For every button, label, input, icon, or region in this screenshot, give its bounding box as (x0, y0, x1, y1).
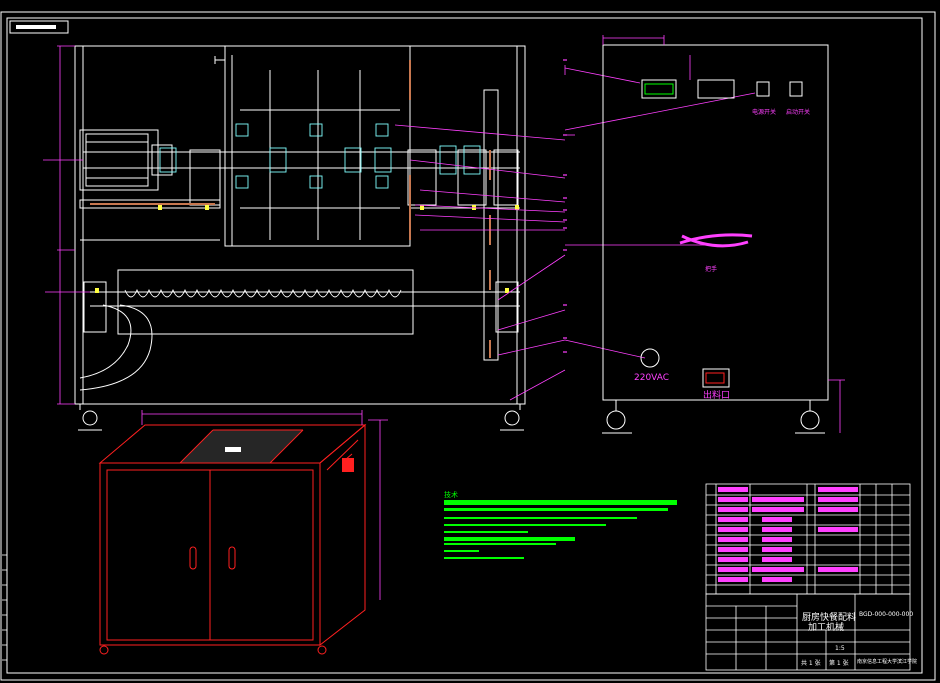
dimensions-side (602, 35, 845, 433)
bom-fills (718, 487, 858, 582)
hatch-marks (90, 60, 491, 358)
binding-strip (2, 554, 7, 661)
dimensions-front (43, 45, 90, 405)
side-view-accents (644, 83, 753, 384)
leader-lines (394, 65, 756, 401)
screw-flights (124, 288, 402, 298)
tech-notes-title: 技术 (444, 491, 458, 499)
sheet-number: 第 1 张 (829, 660, 849, 667)
title-line-2: 加工机械 (808, 623, 845, 633)
drawing-code-box (9, 20, 69, 34)
inner-border (6, 17, 923, 674)
isometric-view (98, 423, 367, 655)
power-label: 220VAC (634, 373, 670, 383)
scale-value: 1:5 (835, 645, 845, 652)
title-line-1: 厨房快餐配料 (802, 613, 857, 623)
dimensions-iso (141, 410, 388, 600)
isometric-accents (225, 447, 354, 472)
outer-border (0, 11, 936, 681)
university-name: 南京信息工程大学滨江学院 (857, 659, 918, 665)
bolt-markers (95, 205, 519, 293)
switch-label-2: 启动开关 (786, 109, 811, 116)
title-block (705, 593, 911, 671)
side-view (602, 44, 829, 434)
sheet-total: 共 1 张 (801, 660, 821, 667)
front-view (74, 45, 526, 431)
handle-label: 把手 (705, 266, 718, 273)
tech-notes-bars (444, 500, 677, 559)
callout-ticks (563, 59, 567, 353)
shaft-couplings (159, 123, 481, 189)
switch-label-1: 电源开关 (752, 109, 777, 116)
outlet-label: 出料口 (703, 391, 731, 401)
drawing-number: BGD-000-000-000 (859, 611, 914, 618)
